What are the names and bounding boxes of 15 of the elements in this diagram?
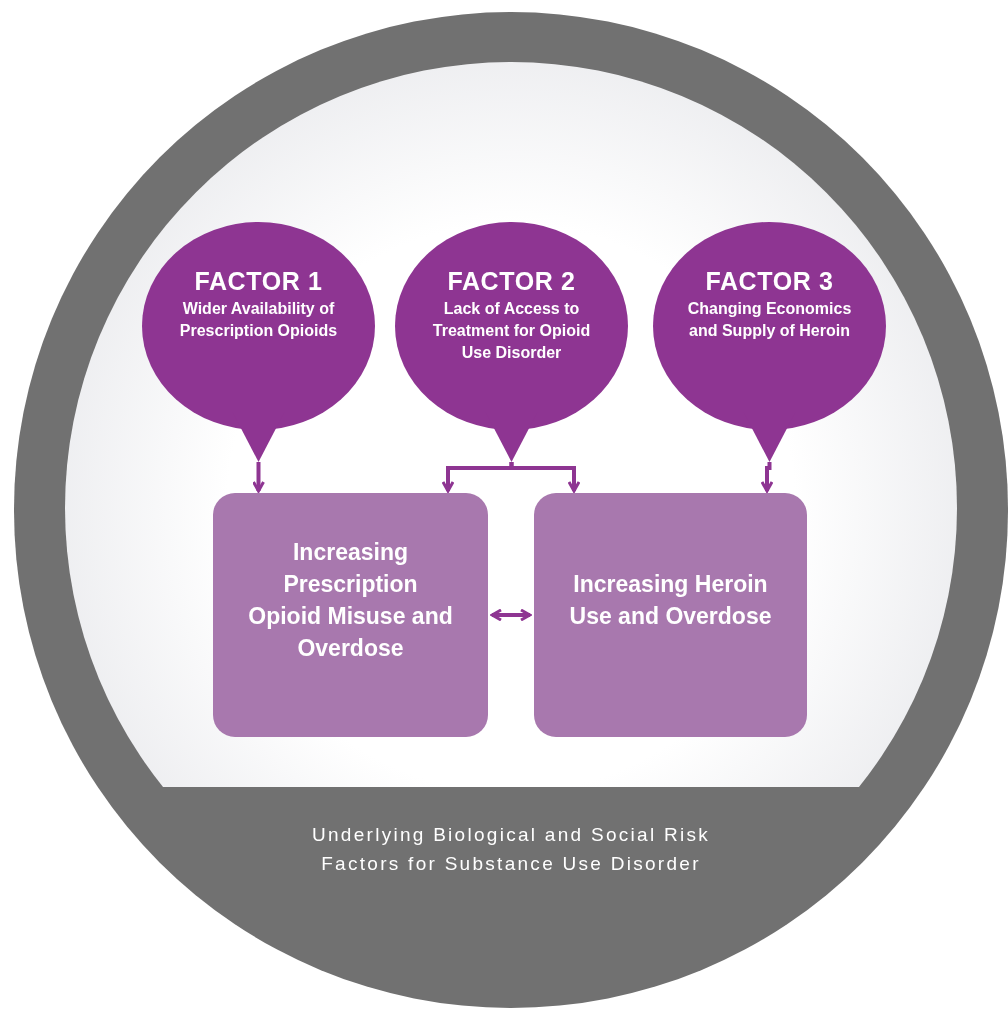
factor-title: FACTOR 3 [705,266,834,296]
outcome-text: Increasing Prescription Opioid Misuse and Overdose [247,538,454,663]
factor-title: FACTOR 2 [447,266,576,296]
factor-description: Lack of Access to Treatment for Opioid Use Disorder [431,299,592,363]
arrow [760,462,774,493]
arrow [509,462,581,493]
outcome-box [213,493,488,737]
arrow [490,608,532,622]
factor-title: FACTOR 1 [194,266,323,296]
outcome-box [534,493,807,737]
outcome-text: Increasing Heroin Use and Overdose [568,570,773,631]
arrow [252,462,265,493]
factor-description: Changing Economics and Supply of Heroin [686,299,853,341]
factor-description: Wider Availability of Prescription Opioids [178,299,339,341]
footer-text: Underlying Biological and Social Risk Factors for Substance Use Disorder [311,823,711,876]
